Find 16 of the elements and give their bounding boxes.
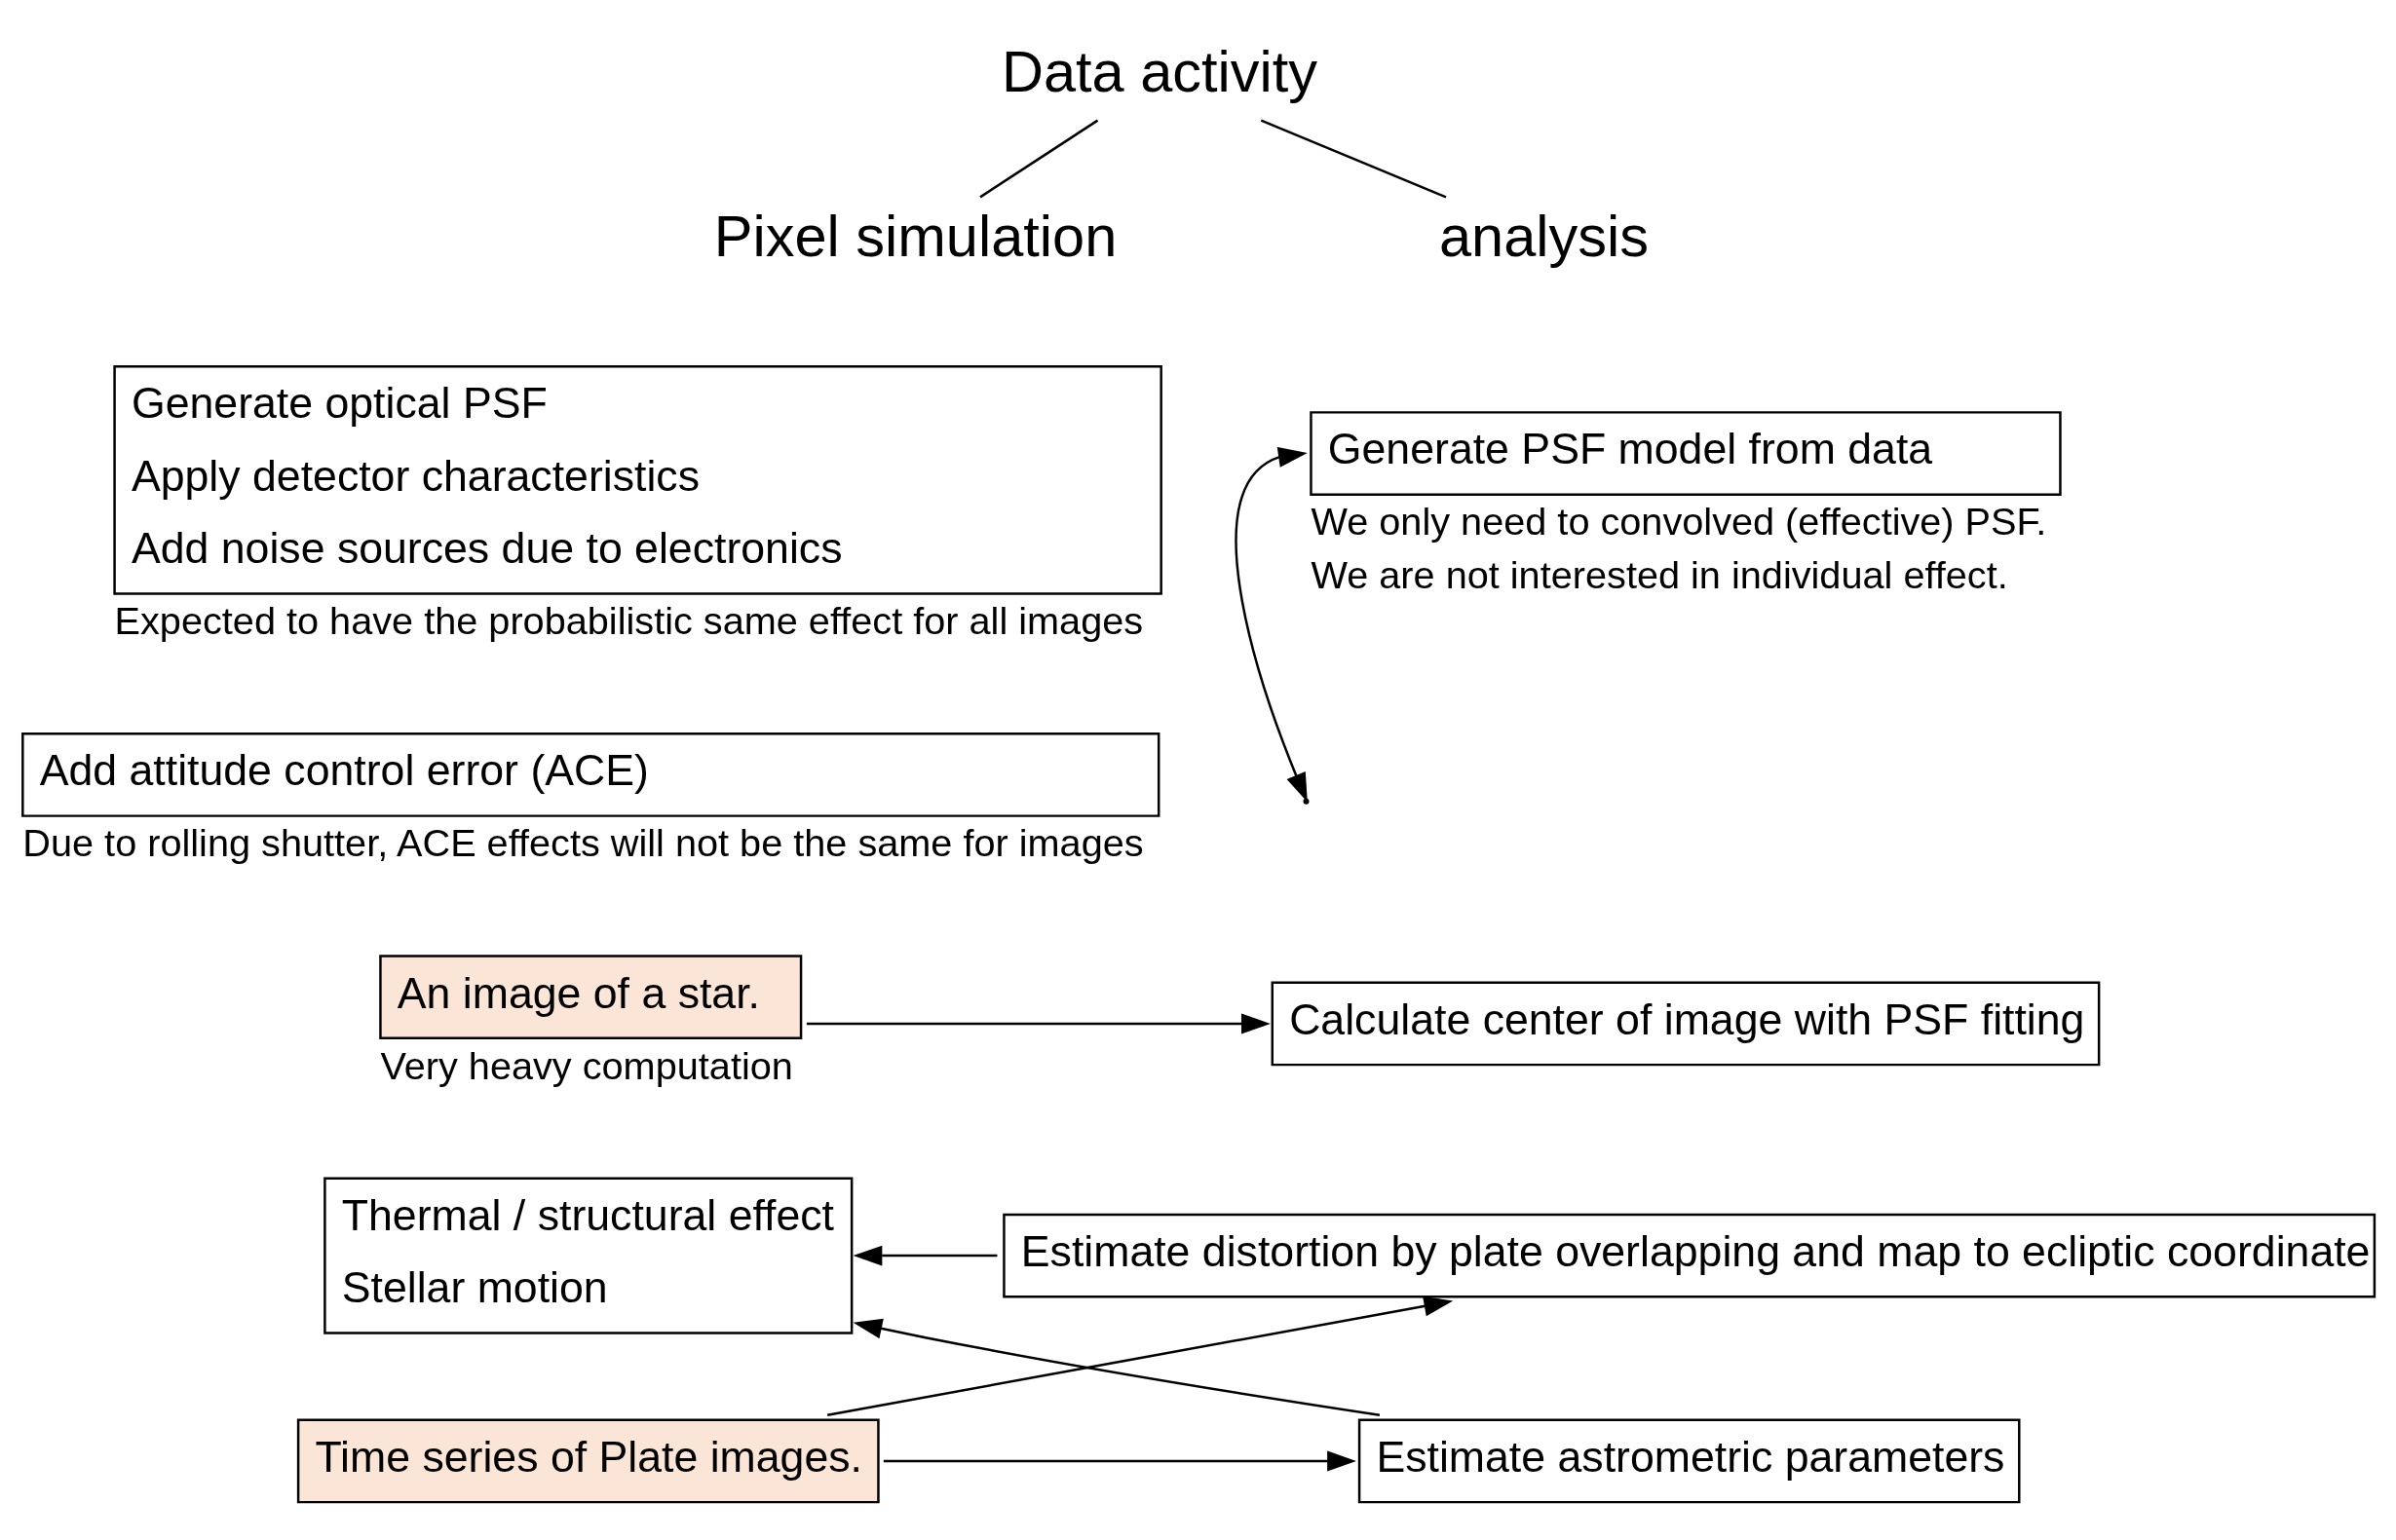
node-label: We only need to convolved (effective) PSF. xyxy=(1311,500,2047,544)
node-text: Data activity xyxy=(1001,38,1318,104)
node-text: Pixel simulation xyxy=(713,203,1118,269)
arrow xyxy=(853,1318,1381,1416)
arrow xyxy=(853,1245,998,1266)
connector xyxy=(1260,119,1447,199)
node-label: Expected to have the probabilistic same effect for all images xyxy=(114,599,1144,643)
node-text: analysis xyxy=(1438,203,1649,269)
node-label: Due to rolling shutter, ACE effects will not be the same for images xyxy=(22,821,1144,865)
arrow xyxy=(826,1296,1454,1416)
arrow xyxy=(883,1450,1356,1472)
node-label: Very heavy computation xyxy=(380,1043,793,1087)
arrow xyxy=(1235,446,1308,803)
connector xyxy=(979,119,1099,199)
arrow xyxy=(806,1013,1271,1034)
node-label: We are not interested in individual effect. xyxy=(1311,552,2008,596)
